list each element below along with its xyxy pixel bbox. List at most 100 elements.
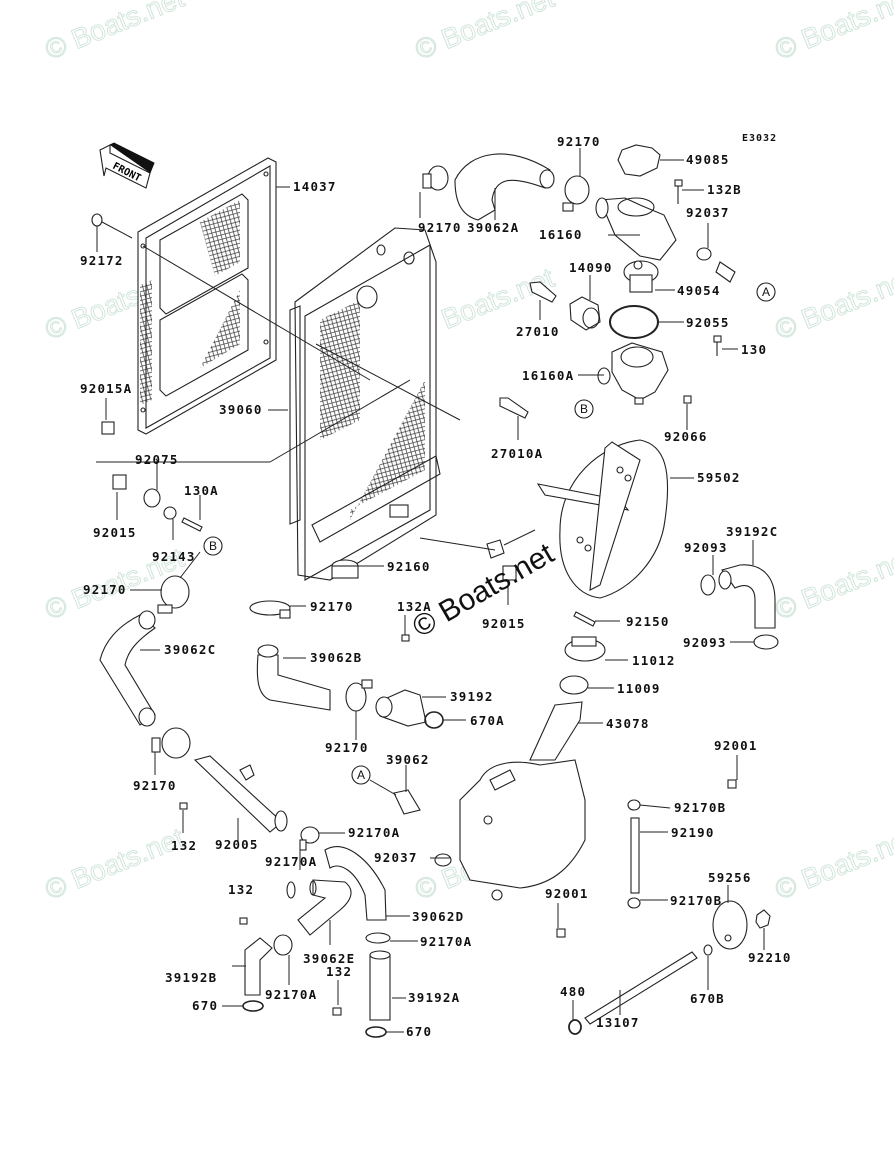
part-label[interactable]: 92066: [664, 429, 708, 444]
hose-clamp-92170A-left-part: [273, 934, 293, 956]
part-label[interactable]: 14037: [293, 179, 337, 194]
part-label[interactable]: 92093: [684, 540, 728, 555]
part-label[interactable]: 16160: [539, 227, 583, 242]
part-label[interactable]: 92015: [93, 525, 137, 540]
part-label[interactable]: 92037: [686, 205, 730, 220]
part-label[interactable]: 670: [192, 998, 218, 1013]
part-label[interactable]: 92170: [557, 134, 601, 149]
svg-text:A: A: [762, 285, 770, 299]
part-label[interactable]: 49054: [677, 283, 721, 298]
filler-neck-part: [595, 197, 677, 261]
part-label[interactable]: 49085: [686, 152, 730, 167]
part-label[interactable]: 13107: [596, 1015, 640, 1030]
part-label[interactable]: 39062D: [412, 909, 464, 924]
part-label[interactable]: 92055: [686, 315, 730, 330]
part-label[interactable]: 132: [171, 838, 197, 853]
part-label[interactable]: 16160A: [522, 368, 574, 383]
part-label[interactable]: 670B: [690, 991, 725, 1006]
part-label[interactable]: 39062E: [303, 951, 355, 966]
part-label[interactable]: 670: [406, 1024, 432, 1039]
part-label[interactable]: 39192A: [408, 990, 460, 1005]
part-label[interactable]: 92190: [671, 825, 715, 840]
part-label[interactable]: 92170B: [670, 893, 722, 908]
part-label[interactable]: 59256: [708, 870, 752, 885]
tube-92190-part: [630, 817, 640, 894]
part-label[interactable]: 11009: [617, 681, 661, 696]
part-label[interactable]: 92170: [418, 220, 462, 235]
part-label[interactable]: 39192B: [165, 970, 217, 985]
part-label[interactable]: 92075: [135, 452, 179, 467]
part-label[interactable]: 43078: [606, 716, 650, 731]
part-label[interactable]: 132: [228, 882, 254, 897]
ref-marker-A: A: [351, 765, 371, 785]
screen-panel-part: [137, 157, 277, 435]
part-label[interactable]: 92093: [683, 635, 727, 650]
hose-clamp-92170-mid-part: [249, 600, 291, 619]
ring-480-part: [568, 1019, 582, 1035]
ref-marker-B: B: [574, 399, 594, 419]
part-label[interactable]: 92170: [310, 599, 354, 614]
bolt-92001-bottom-part: [556, 928, 566, 938]
part-label[interactable]: 92005: [215, 837, 259, 852]
filler-tube-43078-part: [529, 701, 583, 761]
part-label[interactable]: 92015A: [80, 381, 132, 396]
part-label[interactable]: 92170A: [265, 987, 317, 1002]
part-label[interactable]: 11012: [632, 653, 676, 668]
hose-39062D-part: [324, 846, 387, 921]
part-label[interactable]: 92170A: [265, 854, 317, 869]
o-ring-92055-part: [609, 305, 659, 339]
bolt-132-left-part: [179, 802, 188, 810]
svg-text:B: B: [209, 539, 217, 553]
part-label[interactable]: 92170A: [348, 825, 400, 840]
part-label[interactable]: 132A: [397, 599, 432, 614]
part-label[interactable]: 39062C: [164, 642, 216, 657]
watermark: © Boats.net: [771, 262, 894, 346]
gasket-92037-part: [696, 247, 712, 261]
bolt-92172-part: [91, 213, 133, 239]
hose-clamp-92170B-bottom-part: [627, 897, 641, 909]
part-label[interactable]: 670A: [470, 713, 505, 728]
part-label[interactable]: 130: [741, 342, 767, 357]
watermark: © Boats.net: [771, 0, 894, 66]
part-label[interactable]: 132B: [707, 182, 742, 197]
part-label[interactable]: 92015: [482, 616, 526, 631]
part-label[interactable]: 92150: [626, 614, 670, 629]
sensor-27010A-part: [499, 397, 529, 419]
part-label[interactable]: 39060: [219, 402, 263, 417]
part-label[interactable]: 480: [560, 984, 586, 999]
part-label[interactable]: 92170: [83, 582, 127, 597]
part-label[interactable]: 92170A: [420, 934, 472, 949]
part-label[interactable]: 92037: [374, 850, 418, 865]
part-label[interactable]: 92170: [133, 778, 177, 793]
part-label[interactable]: 92001: [714, 738, 758, 753]
part-label[interactable]: 14090: [569, 260, 613, 275]
part-label[interactable]: 39062A: [467, 220, 519, 235]
part-label[interactable]: 39192: [450, 689, 494, 704]
pipe-92005-part: [193, 755, 288, 833]
part-label[interactable]: 92143: [152, 549, 196, 564]
plug-92066-part: [683, 395, 692, 404]
thermostat-part: [623, 260, 659, 293]
bolt-130-part: [713, 335, 722, 356]
clip-92015-part: [112, 474, 127, 490]
radiator-part: [289, 227, 441, 581]
part-label[interactable]: 92001: [545, 886, 589, 901]
fitting-39192-part: [375, 689, 427, 727]
part-label[interactable]: 92172: [80, 253, 124, 268]
o-ring-670A-part: [424, 711, 444, 729]
part-label[interactable]: 39062B: [310, 650, 362, 665]
part-label[interactable]: 92210: [748, 950, 792, 965]
hose-clamp-92170-mid2-part: [345, 679, 373, 712]
part-label[interactable]: 27010: [516, 324, 560, 339]
part-label[interactable]: 39062: [386, 752, 430, 767]
part-label[interactable]: 59502: [697, 470, 741, 485]
shaft-13107-part: [584, 951, 698, 1025]
part-label[interactable]: 92160: [387, 559, 431, 574]
sensor-27010-part: [529, 281, 557, 303]
part-label[interactable]: 92170B: [674, 800, 726, 815]
part-label[interactable]: 130A: [184, 483, 219, 498]
part-label[interactable]: 92170: [325, 740, 369, 755]
part-label[interactable]: 39192C: [726, 524, 778, 539]
part-label[interactable]: 132: [326, 964, 352, 979]
part-label[interactable]: 27010A: [491, 446, 543, 461]
